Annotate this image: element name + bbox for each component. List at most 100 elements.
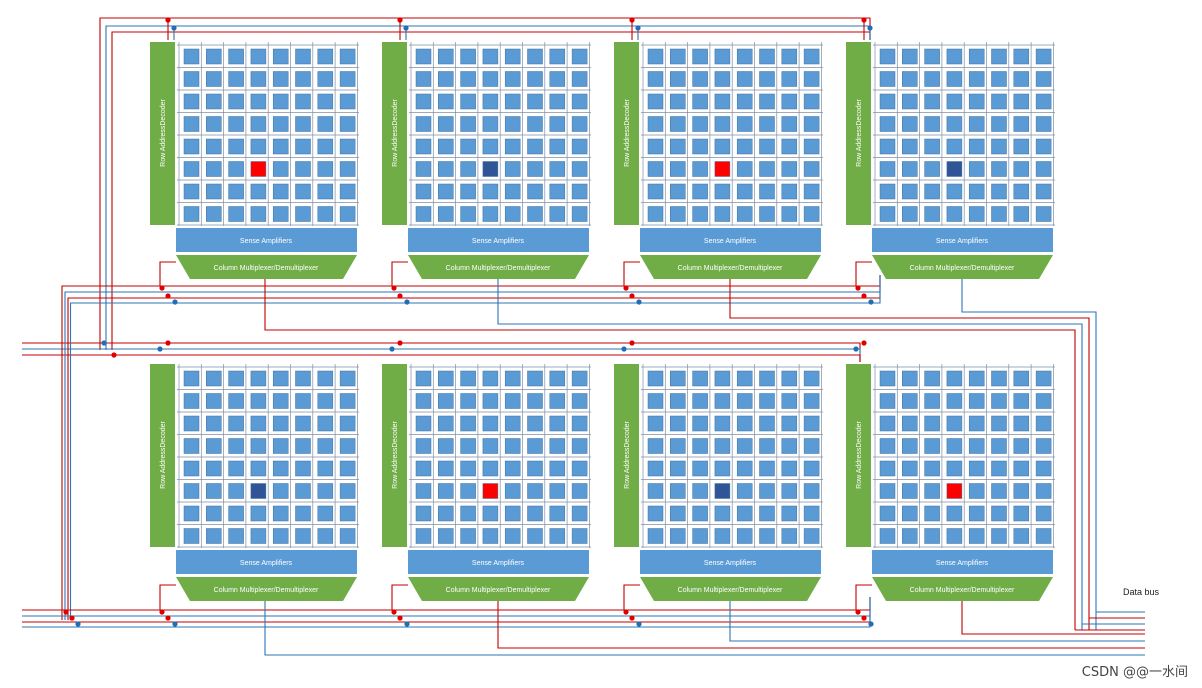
memory-cell: [879, 483, 896, 499]
memory-cell: [692, 161, 708, 177]
memory-cell: [670, 460, 686, 477]
memory-cell: [803, 528, 820, 544]
junction-dot: [111, 352, 117, 358]
junction-dot: [629, 17, 635, 23]
memory-cell: [317, 116, 334, 132]
memory-cell: [946, 460, 963, 477]
memory-cell: [415, 71, 432, 87]
memory-cell: [460, 370, 476, 387]
memory-cell: [670, 183, 686, 200]
memory-cell: [415, 460, 432, 477]
memory-cell: [415, 528, 432, 544]
memory-cell: [504, 393, 521, 409]
data-bus-label: Data bus: [1123, 587, 1160, 597]
memory-cell: [1035, 48, 1052, 65]
memory-cell: [504, 438, 521, 454]
memory-cell: [670, 116, 686, 132]
junction-dot: [629, 293, 635, 299]
memory-cell: [438, 206, 454, 222]
memory-cell: [670, 93, 686, 110]
junction-dot: [623, 609, 629, 615]
mux-feed-wire: [391, 261, 408, 286]
row-address-decoder: [150, 364, 175, 547]
memory-cell: [879, 71, 896, 87]
memory-cell: [736, 483, 753, 499]
memory-cell: [1013, 415, 1030, 432]
row-decoder-label: Row AddressDecoder: [856, 98, 863, 166]
sense-amplifiers: [640, 228, 821, 252]
memory-cell: [781, 116, 798, 132]
memory-cell: [571, 483, 588, 499]
memory-cell: [692, 138, 708, 155]
memory-cell: [482, 370, 499, 387]
memory-cell: [946, 483, 963, 499]
memory-cell: [250, 183, 267, 200]
memory-cell: [924, 438, 940, 454]
memory-cell: [527, 505, 543, 522]
memory-cell: [670, 370, 686, 387]
memory-cell: [250, 528, 267, 544]
memory-cell: [438, 138, 454, 155]
memory-cell: [206, 161, 222, 177]
data-out-wire: [497, 279, 1083, 630]
memory-cell: [692, 183, 708, 200]
memory-cell: [647, 206, 664, 222]
memory-cell: [879, 460, 896, 477]
memory-cell: [571, 415, 588, 432]
memory-cell: [549, 505, 566, 522]
sense-amplifiers: [176, 228, 357, 252]
memory-cell: [714, 206, 731, 222]
memory-cell: [250, 415, 267, 432]
memory-cell: [206, 71, 222, 87]
memory-cell: [317, 138, 334, 155]
memory-cell: [714, 528, 731, 544]
row-address-decoder: [846, 42, 871, 225]
junction-dot: [63, 609, 69, 615]
memory-cell: [295, 528, 311, 544]
memory-cell: [902, 483, 918, 499]
memory-cell: [482, 48, 499, 65]
memory-cell: [272, 483, 289, 499]
junction-dots: [63, 17, 874, 627]
mux-control-wire-lower: [22, 597, 871, 628]
memory-cell: [317, 415, 334, 432]
memory-cell: [228, 393, 244, 409]
memory-cell: [415, 483, 432, 499]
memory-cell: [736, 161, 753, 177]
mux-feed-wire: [159, 261, 176, 286]
sense-amplifiers: [872, 550, 1053, 574]
memory-cell: [902, 71, 918, 87]
junction-dot: [75, 621, 81, 627]
memory-cell: [781, 93, 798, 110]
memory-cell: [339, 71, 356, 87]
memory-cell: [692, 415, 708, 432]
column-multiplexer: [408, 577, 589, 601]
memory-cell: [991, 438, 1007, 454]
memory-cell: [571, 528, 588, 544]
memory-cell: [968, 93, 985, 110]
memory-cell: [924, 528, 940, 544]
memory-cell: [736, 48, 753, 65]
memory-cell: [228, 116, 244, 132]
junction-dot: [101, 340, 107, 346]
memory-cell: [759, 138, 775, 155]
memory-cell: [647, 183, 664, 200]
memory-cell: [228, 528, 244, 544]
memory-cell: [1013, 528, 1030, 544]
memory-cell: [803, 370, 820, 387]
memory-cell: [206, 183, 222, 200]
memory-cell: [228, 138, 244, 155]
memory-cell: [317, 48, 334, 65]
memory-cell: [647, 48, 664, 65]
memory-cell: [647, 528, 664, 544]
memory-cell: [692, 483, 708, 499]
memory-cell: [968, 505, 985, 522]
memory-cell: [781, 183, 798, 200]
memory-cell: [902, 138, 918, 155]
memory-cell: [692, 505, 708, 522]
memory-cell: [714, 505, 731, 522]
memory-cell: [879, 206, 896, 222]
